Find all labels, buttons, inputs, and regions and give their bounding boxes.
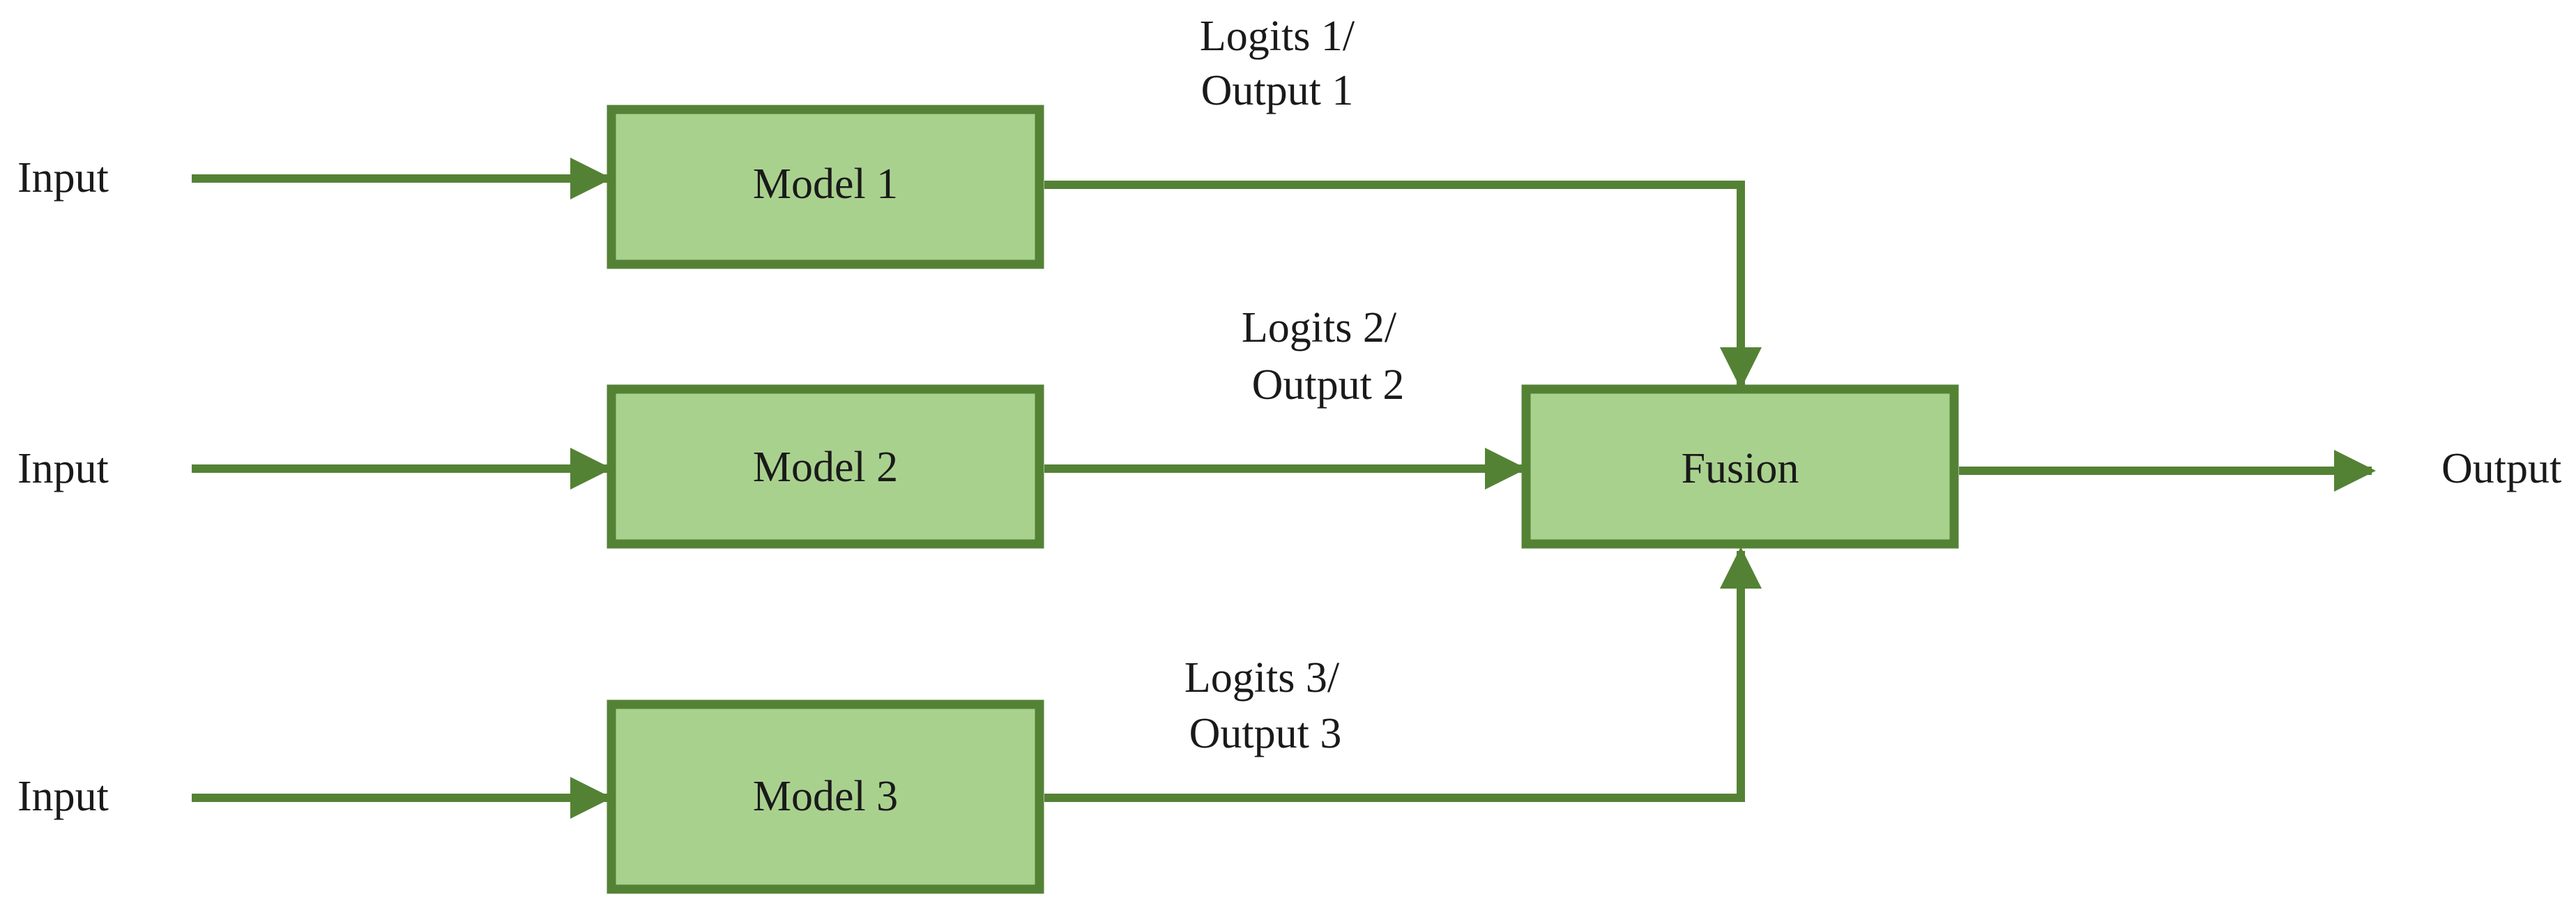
model-box-1 — [607, 105, 1044, 269]
edge-label-3-line2: Output 3 — [1189, 710, 1342, 757]
fusion-box — [1521, 384, 1959, 549]
model-box-2 — [607, 384, 1044, 549]
model-label-1: Model 1 — [753, 160, 898, 208]
output-label: Output — [2441, 445, 2561, 492]
model-label-3: Model 3 — [753, 773, 898, 820]
edge-label-2-line2: Output 2 — [1252, 361, 1405, 409]
model-box-3 — [607, 699, 1044, 894]
connector-model1-to-fusion — [1044, 181, 1762, 389]
model-label-2: Model 2 — [753, 444, 898, 491]
connector-model3-to-fusion — [1044, 547, 1762, 802]
input-label-2: Input — [17, 445, 109, 492]
input-label-3: Input — [17, 773, 109, 820]
edge-label-3-line1: Logits 3/ — [1184, 654, 1340, 702]
edge-label-1-line2: Output 1 — [1201, 67, 1354, 114]
input-label-1: Input — [17, 154, 109, 202]
edge-label-1-line1: Logits 1/ — [1200, 13, 1355, 60]
edge-label-2-line1: Logits 2/ — [1242, 304, 1397, 351]
fusion-label: Fusion — [1682, 445, 1799, 492]
